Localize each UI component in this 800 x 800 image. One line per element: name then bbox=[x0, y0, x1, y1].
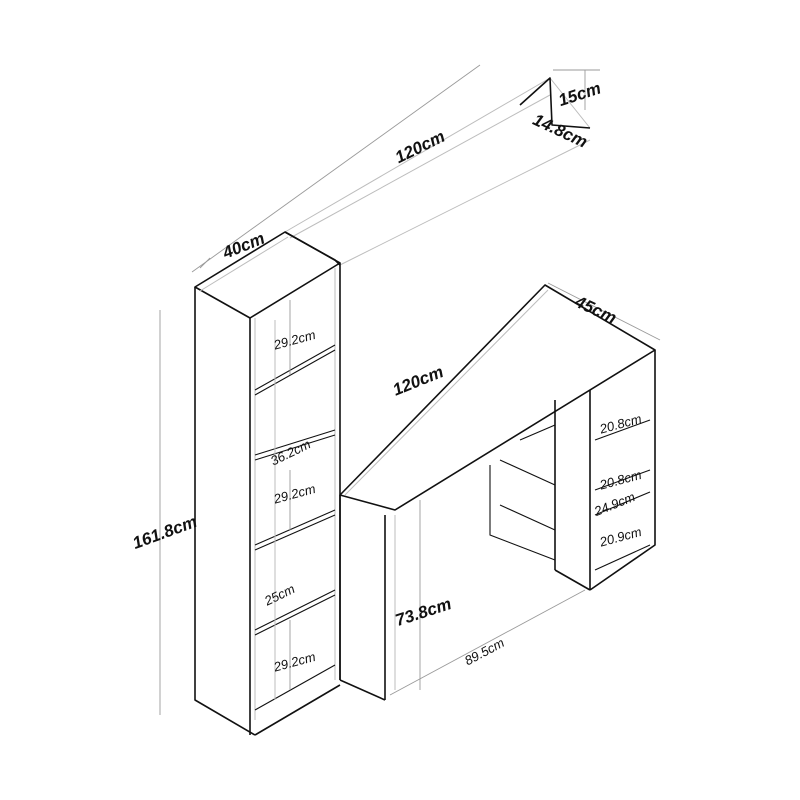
wall-shelf bbox=[191, 64, 600, 273]
desk bbox=[339, 282, 661, 701]
